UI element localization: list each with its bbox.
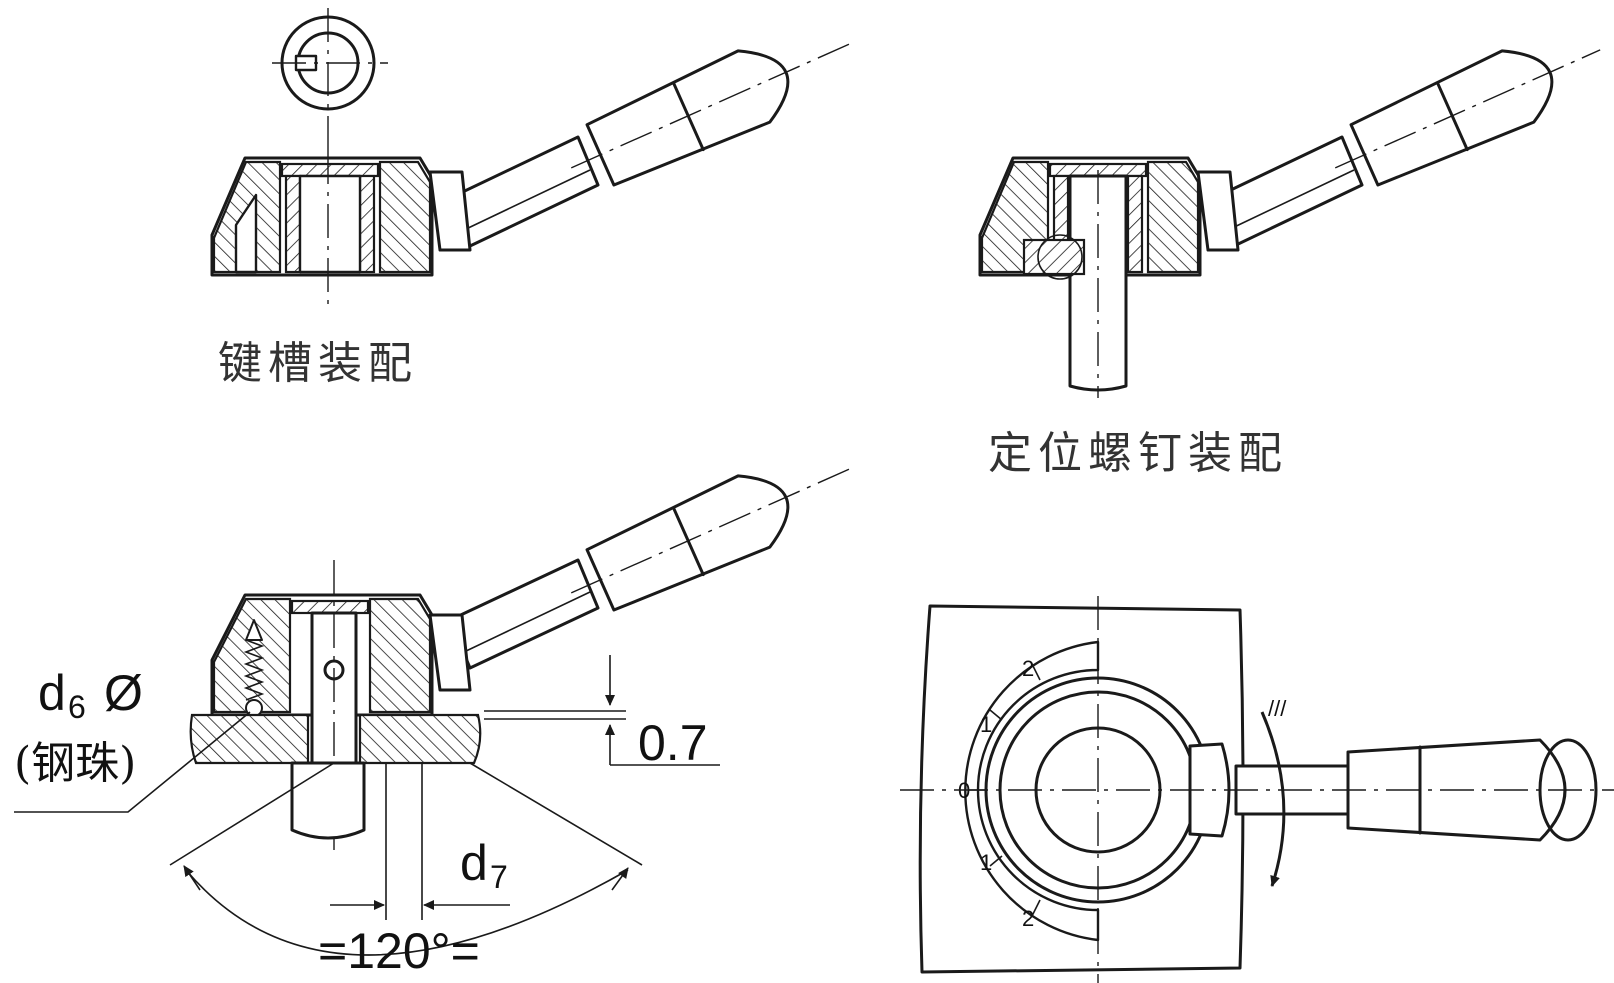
view-top-scale: 2 1 0 1 2 ///: [900, 596, 1614, 983]
scale-mark-1-bottom: 1: [980, 850, 992, 875]
dim-d7-sub: 7: [490, 859, 508, 895]
scale-mark-2-bottom: 2: [1022, 906, 1034, 931]
lever-arm: [448, 135, 600, 248]
knob-section-2: [978, 156, 1240, 398]
rotation-mark: ///: [1268, 696, 1287, 721]
dim-d6: d 6 Ø (钢珠): [14, 665, 251, 813]
view-set-screw-assembly: 定位螺钉装配: [978, 49, 1601, 479]
caption-keyway: 键槽装配: [218, 338, 418, 389]
dim-gap: 0.7: [484, 655, 720, 771]
dim-d6-letter: d: [38, 665, 66, 721]
steel-ball-label: (钢珠): [14, 738, 136, 789]
shaft-below: [290, 761, 366, 840]
handle-grip-2: [1334, 49, 1601, 187]
handle-grip-3: [570, 466, 855, 612]
scale-mark-1-top: 1: [980, 712, 992, 737]
keyway-circle-detail: [272, 8, 388, 150]
dim-d6-sub: 6: [68, 689, 86, 725]
scale-mark-2-top: 2: [1022, 656, 1034, 681]
knob-section: [210, 150, 472, 305]
lever-arm-3: [448, 558, 600, 670]
dim-gap-value: 0.7: [638, 715, 708, 771]
handle-grip: [570, 41, 855, 187]
handle-boss: [1188, 742, 1231, 838]
dim-angle: =120°=: [169, 762, 643, 979]
base-panel: [189, 713, 482, 765]
rotation-arrow: ///: [1260, 696, 1287, 887]
view-keyway-assembly: 键槽装配: [210, 8, 855, 389]
dim-angle-value: =120°=: [318, 923, 480, 979]
caption-set-screw: 定位螺钉装配: [988, 428, 1288, 479]
dim-d7-letter: d: [460, 835, 488, 891]
diameter-symbol: Ø: [104, 665, 143, 721]
view-detent-section: 0.7 d 6 Ø (钢珠) d 7 =120°=: [14, 466, 855, 979]
dim-d7: d 7: [330, 763, 510, 920]
